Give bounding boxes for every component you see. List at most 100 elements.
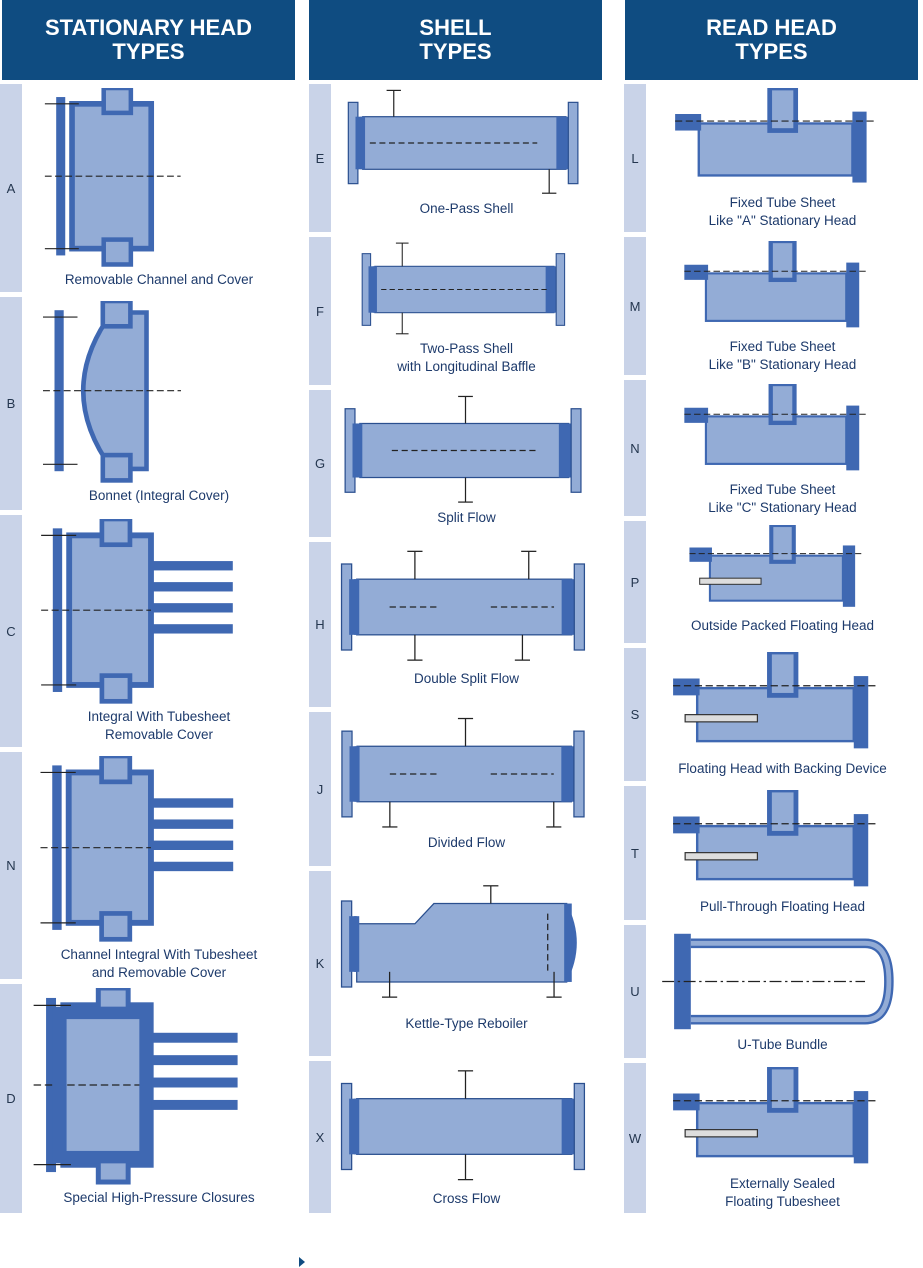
diagram-cell: U-Tube Bundle — [646, 925, 919, 1058]
diagram-cell: Outside Packed Floating Head — [646, 521, 919, 643]
diagram-cell: Kettle-Type Reboiler — [331, 871, 602, 1056]
double-split-flow-diagram — [340, 550, 586, 661]
type-caption: Fixed Tube Sheet Like "B" Stationary Hea… — [708, 339, 857, 372]
type-row-a: A Removable Channel and Cover — [0, 84, 296, 292]
diagram-cell: Removable Channel and Cover — [22, 84, 296, 292]
type-row-c: C Integral With Tubesheet Removable Cover — [0, 515, 296, 747]
type-caption: One-Pass Shell — [419, 201, 514, 216]
type-caption: Cross Flow — [432, 1191, 501, 1206]
fixed-tube-sheet-a-diagram — [675, 88, 877, 183]
type-letter: H — [309, 542, 331, 707]
type-letter: F — [309, 237, 331, 385]
type-letter: J — [309, 712, 331, 866]
channel-integral-diagram — [40, 756, 234, 942]
type-letter: U — [624, 925, 646, 1058]
type-caption: Two-Pass Shell with Longitudinal Baffle — [397, 341, 536, 374]
u-tube-bundle-diagram — [662, 933, 894, 1030]
type-letter: B — [0, 297, 22, 510]
stationary-head-header: STATIONARY HEAD TYPES — [2, 0, 295, 80]
type-caption: U-Tube Bundle — [737, 1037, 828, 1052]
type-letter: M — [624, 237, 646, 375]
shell-header: SHELL TYPES — [309, 0, 602, 80]
diagram-cell: Integral With Tubesheet Removable Cover — [22, 515, 296, 747]
diagram-cell: Two-Pass Shell with Longitudinal Baffle — [331, 237, 602, 385]
type-caption: Externally Sealed Floating Tubesheet — [725, 1176, 840, 1209]
diagram-cell: Bonnet (Integral Cover) — [22, 297, 296, 510]
type-row-m: M Fixed Tube Sheet Like "B" Stationary He… — [624, 237, 919, 375]
type-caption: Fixed Tube Sheet Like "C" Stationary Hea… — [708, 482, 857, 515]
type-caption: Bonnet (Integral Cover) — [88, 488, 230, 503]
type-row-h: H Double Split Flow — [309, 542, 602, 707]
diagram-cell: Double Split Flow — [331, 542, 602, 707]
diagram-cell: Floating Head with Backing Device — [646, 648, 919, 781]
diagram-cell: Fixed Tube Sheet Like "A" Stationary Hea… — [646, 84, 919, 232]
outside-packed-floating-head-diagram — [689, 525, 864, 607]
one-pass-shell-diagram — [347, 89, 579, 194]
type-caption: Kettle-Type Reboiler — [405, 1016, 528, 1031]
type-letter: N — [0, 752, 22, 979]
type-letter: X — [309, 1061, 331, 1213]
removable-channel-diagram — [44, 88, 181, 267]
type-caption: Split Flow — [437, 510, 496, 525]
two-pass-shell-diagram — [361, 242, 566, 335]
type-caption: Special High-Pressure Closures — [63, 1190, 255, 1205]
rear-head-header: READ HEAD TYPES — [625, 0, 918, 80]
diagram-cell: Divided Flow — [331, 712, 602, 866]
type-row-g: G Split Flow — [309, 390, 602, 537]
kettle-reboiler-diagram — [340, 885, 577, 998]
type-row-s: S Floating Head with Backing Device — [624, 648, 919, 781]
cross-flow-diagram — [340, 1070, 586, 1181]
high-pressure-closure-diagram — [33, 988, 238, 1185]
type-caption: Double Split Flow — [413, 671, 520, 686]
type-row-u: U U-Tube Bundle — [624, 925, 919, 1058]
type-letter: C — [0, 515, 22, 747]
type-letter: T — [624, 786, 646, 920]
type-row-b: B Bonnet (Integral Cover) — [0, 297, 296, 510]
type-caption: Pull-Through Floating Head — [699, 899, 866, 914]
type-row-f: F Two-Pass Shell with Longitudinal Baffle — [309, 237, 602, 385]
type-letter: W — [624, 1063, 646, 1213]
type-letter: P — [624, 521, 646, 643]
type-letter: D — [0, 984, 22, 1213]
type-row-d: D Special High-Pressure Closures — [0, 984, 296, 1213]
type-caption: Integral With Tubesheet Removable Cover — [87, 709, 231, 742]
diagram-cell: Cross Flow — [331, 1061, 602, 1213]
type-letter: N — [624, 380, 646, 516]
fixed-tube-sheet-b-diagram — [684, 241, 868, 328]
pull-through-floating-head-diagram — [673, 790, 878, 887]
floating-head-backing-diagram — [673, 652, 878, 749]
integral-tubesheet-diagram — [41, 519, 233, 704]
externally-sealed-tubesheet-diagram — [673, 1067, 878, 1164]
type-letter: A — [0, 84, 22, 292]
type-row-w: W Externally Sealed Floating Tubesheet — [624, 1063, 919, 1213]
diagram-cell: Pull-Through Floating Head — [646, 786, 919, 920]
diagram-cell: One-Pass Shell — [331, 84, 602, 232]
type-letter: E — [309, 84, 331, 232]
type-caption: Divided Flow — [427, 835, 506, 850]
type-row-l: L Fixed Tube Sheet Like "A" Stationary He… — [624, 84, 919, 232]
diagram-cell: Special High-Pressure Closures — [22, 984, 296, 1213]
type-caption: Channel Integral With Tubesheet and Remo… — [60, 947, 258, 980]
bonnet-diagram — [42, 301, 181, 483]
type-row-n: N Fixed Tube Sheet Like "C" Stationary He… — [624, 380, 919, 516]
diagram-cell: Fixed Tube Sheet Like "C" Stationary Hea… — [646, 380, 919, 516]
type-row-e: E One-Pass Shell — [309, 84, 602, 232]
type-letter: G — [309, 390, 331, 537]
type-caption: Floating Head with Backing Device — [678, 761, 887, 776]
type-row-t: T Pull-Through Floating Head — [624, 786, 919, 920]
diagram-cell: Externally Sealed Floating Tubesheet — [646, 1063, 919, 1213]
type-letter: S — [624, 648, 646, 781]
diagram-cell: Channel Integral With Tubesheet and Remo… — [22, 752, 296, 980]
play-arrow-icon — [299, 1257, 305, 1267]
type-letter: K — [309, 871, 331, 1056]
fixed-tube-sheet-c-diagram — [684, 384, 868, 471]
type-caption: Removable Channel and Cover — [64, 272, 254, 287]
type-caption: Fixed Tube Sheet Like "A" Stationary Hea… — [708, 195, 857, 228]
type-row-n: N Channel Integral With Tubesheet and Rem… — [0, 752, 296, 980]
diagram-cell: Split Flow — [331, 390, 602, 537]
split-flow-diagram — [344, 395, 582, 503]
diagram-cell: Fixed Tube Sheet Like "B" Stationary Hea… — [646, 237, 919, 375]
type-letter: L — [624, 84, 646, 232]
divided-flow-diagram — [341, 717, 585, 828]
